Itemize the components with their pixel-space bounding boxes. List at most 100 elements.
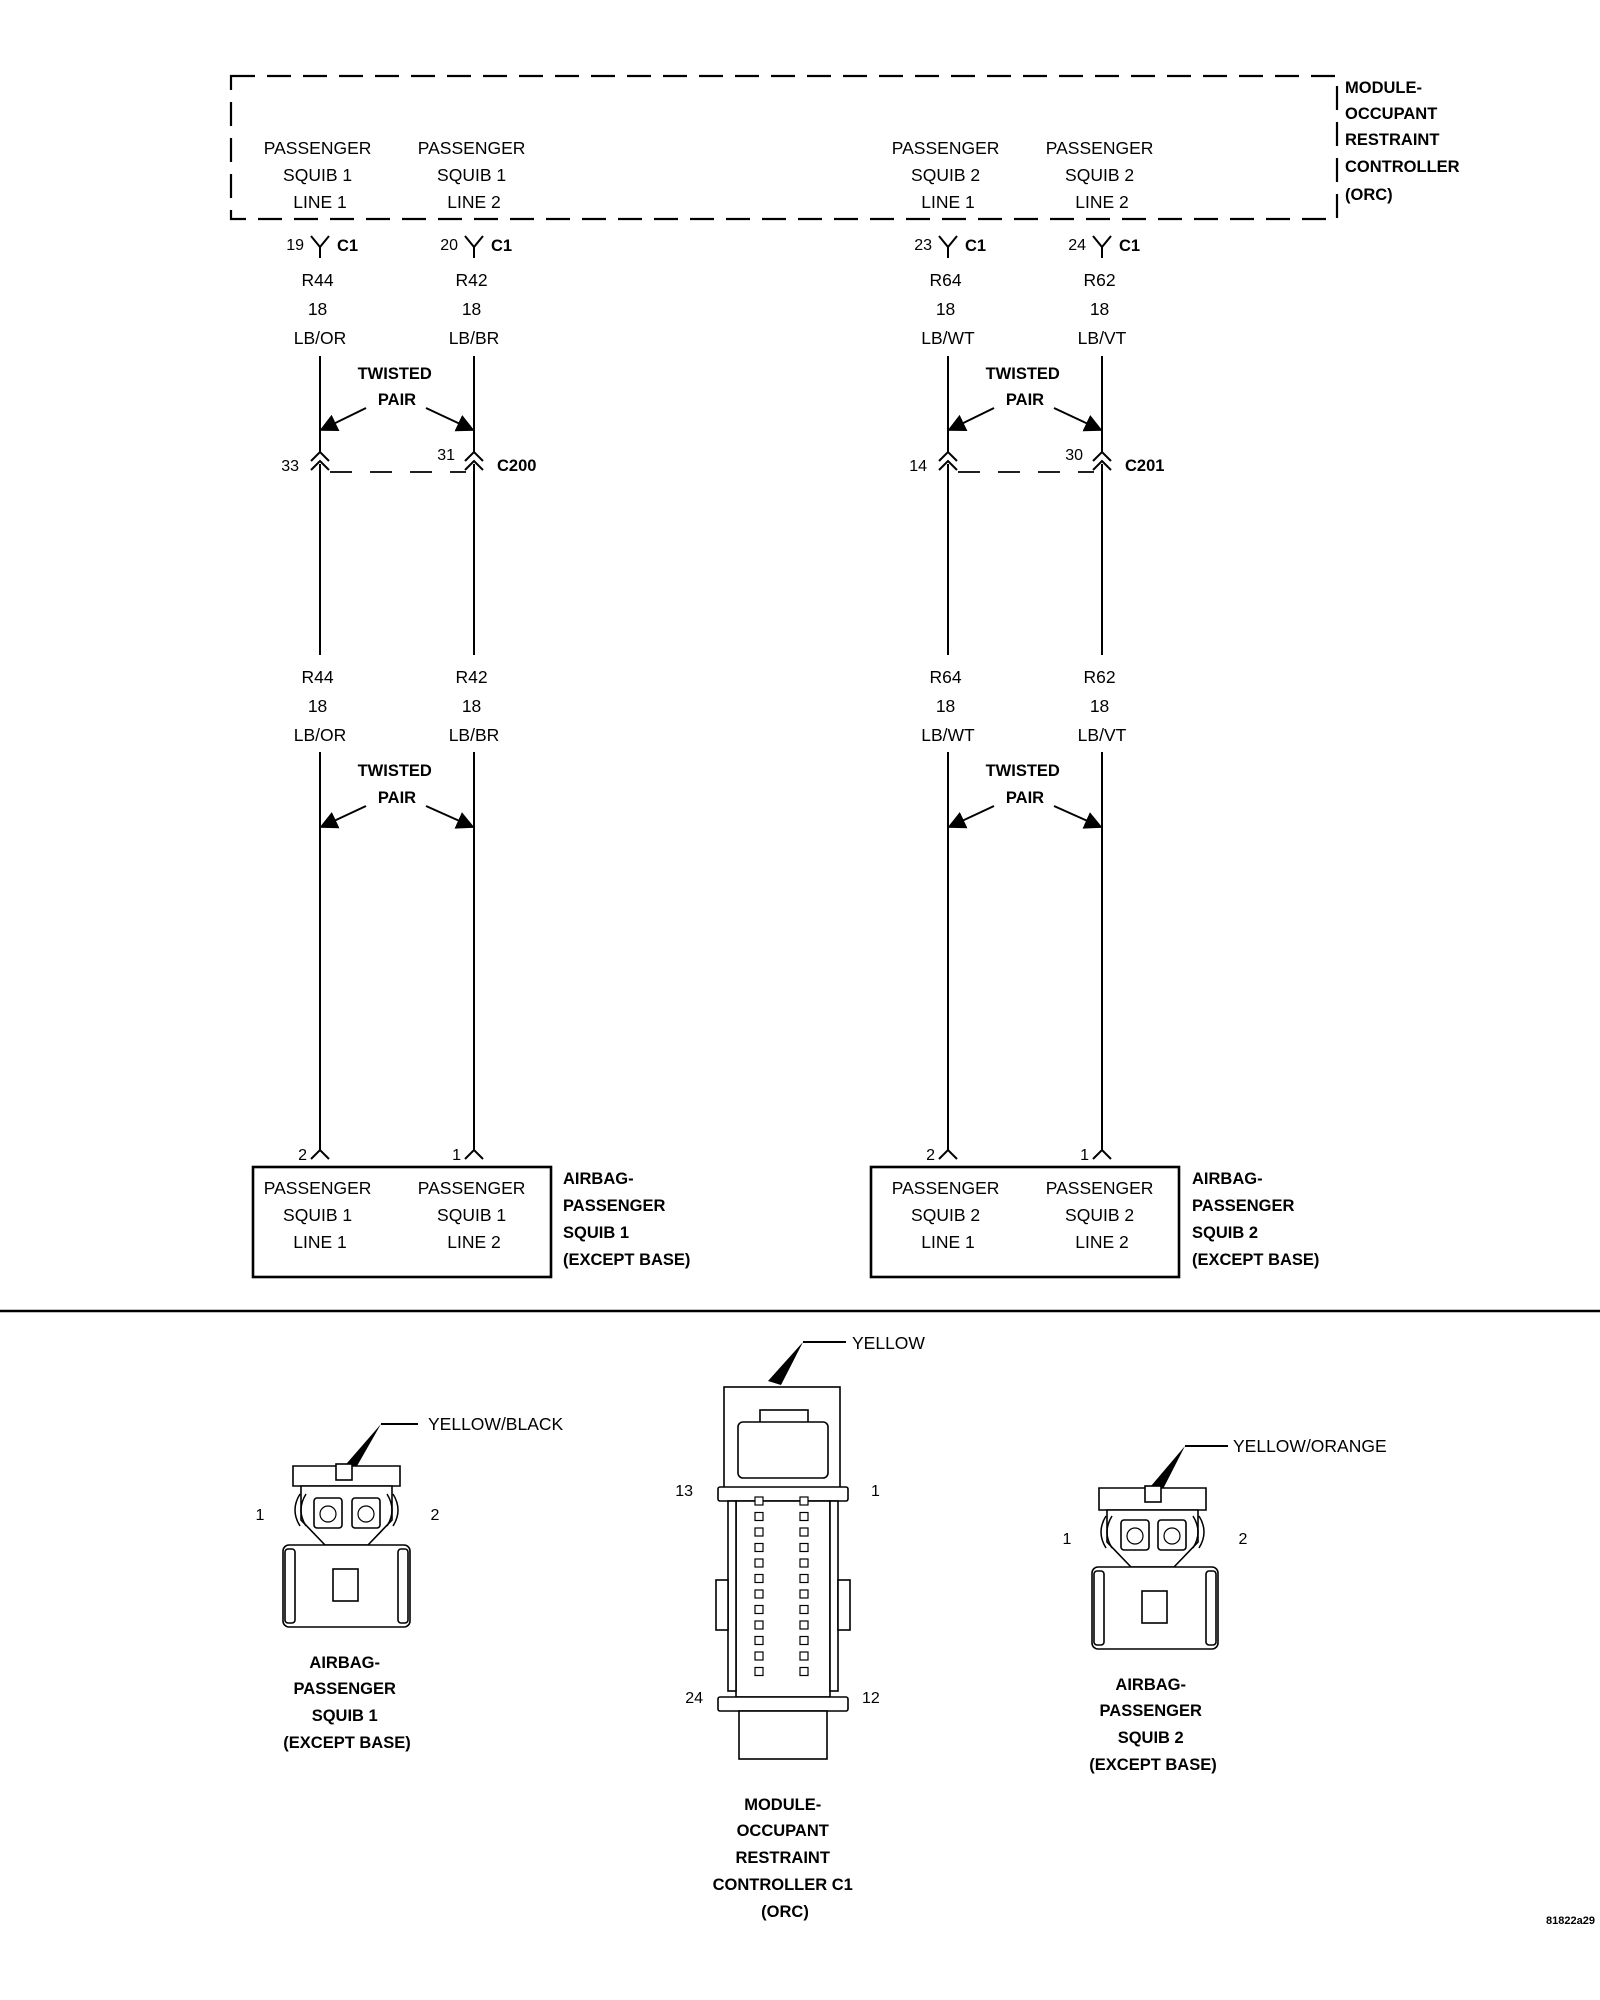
svg-text:C1: C1 bbox=[1119, 237, 1140, 255]
svg-text:TWISTED PAIR: TWISTED PAIR bbox=[986, 762, 1065, 807]
twisted-pair-upper-right: TWISTED PAIR bbox=[947, 365, 1103, 432]
pin-cavity bbox=[754, 1573, 764, 1584]
svg-text:14: 14 bbox=[909, 458, 927, 475]
pin-cavity bbox=[754, 1620, 764, 1630]
pin-cavity bbox=[799, 1589, 809, 1599]
svg-text:TWISTED PAIR: TWISTED PAIR bbox=[358, 365, 437, 409]
svg-text:19: 19 bbox=[286, 237, 304, 254]
pin-cavity bbox=[799, 1496, 809, 1506]
squib2-box: PASSENGER SQUIB 2 LINE 1 PASSENGER SQUIB… bbox=[869, 1165, 1319, 1279]
c1-pin-24: 24 C1 bbox=[1068, 235, 1140, 258]
orc-color-label: YELLOW bbox=[852, 1333, 925, 1353]
svg-text:31: 31 bbox=[437, 447, 455, 464]
connector-view-orc-c1: YELLOW 13 1 24 12 MODULE- OCCUPANT RESTR… bbox=[675, 1333, 925, 1921]
connector-view-squib1: YELLOW/BLACK 1 2 AIRBAG- PASSENGER SQUIB… bbox=[256, 1414, 564, 1752]
svg-text:1: 1 bbox=[1080, 1147, 1089, 1164]
squib1-color-label: YELLOW/BLACK bbox=[428, 1414, 564, 1434]
twisted-pair-lower-right: TWISTED PAIR bbox=[947, 762, 1103, 829]
upper-wire-labels: R44 18 LB/OR R42 18 LB/BR R64 18 LB/WT R… bbox=[294, 270, 1127, 348]
c1-terminals: 19 C1 20 C1 23 C1 24 C1 bbox=[286, 235, 1140, 258]
orc-pin-cavities bbox=[754, 1496, 809, 1677]
squib1-connector-caption: AIRBAG- PASSENGER SQUIB 1 (EXCEPT BASE) bbox=[283, 1654, 410, 1752]
lower-wire-labels: R44 18 LB/OR R42 18 LB/BR R64 18 LB/WT R… bbox=[294, 667, 1127, 745]
twisted-pair-callouts: TWISTED PAIR TWISTED PAIR TWISTED PAIR bbox=[319, 365, 1103, 829]
pin-cavity bbox=[754, 1666, 764, 1677]
pin-cavity bbox=[799, 1604, 809, 1615]
svg-text:23: 23 bbox=[914, 237, 932, 254]
svg-text:2: 2 bbox=[431, 1507, 440, 1524]
svg-text:C200: C200 bbox=[497, 457, 536, 475]
orc-module-outline bbox=[229, 74, 1339, 221]
pin-cavity bbox=[799, 1511, 809, 1522]
orc-pin-label-squib1-line2: PASSENGER SQUIB 1 LINE 2 bbox=[418, 138, 531, 212]
svg-text:TWISTED PAIR: TWISTED PAIR bbox=[986, 365, 1065, 409]
squib2-connector-caption: AIRBAG- PASSENGER SQUIB 2 (EXCEPT BASE) bbox=[1089, 1676, 1216, 1774]
pin-cavity bbox=[799, 1666, 809, 1677]
pin-cavity bbox=[754, 1635, 764, 1646]
wire-label-r62-lower: R62 18 LB/VT bbox=[1078, 667, 1127, 745]
c1-pin-23: 23 C1 bbox=[914, 235, 986, 258]
svg-text:1: 1 bbox=[871, 1483, 880, 1500]
c1-pin-19: 19 C1 bbox=[286, 235, 358, 258]
pin-cavity bbox=[754, 1542, 764, 1553]
wire-label-r44-lower: R44 18 LB/OR bbox=[294, 667, 347, 745]
pin-cavity bbox=[754, 1496, 764, 1506]
orc-connector-caption: MODULE- OCCUPANT RESTRAINT CONTROLLER C1… bbox=[713, 1796, 858, 1921]
wires bbox=[319, 356, 1103, 1150]
wire-label-r42-lower: R42 18 LB/BR bbox=[449, 667, 500, 745]
svg-text:1: 1 bbox=[1063, 1531, 1072, 1548]
squib2-line1-label: PASSENGER SQUIB 2 LINE 1 bbox=[892, 1178, 1005, 1252]
orc-pin-label-squib1-line1: PASSENGER SQUIB 1 LINE 1 bbox=[264, 138, 377, 212]
svg-text:2: 2 bbox=[926, 1147, 935, 1164]
svg-text:13: 13 bbox=[675, 1483, 693, 1500]
pin-cavity bbox=[754, 1558, 764, 1568]
inline-connector-c201: 14 30 C201 bbox=[909, 447, 1164, 475]
wire-label-r44-upper: R44 18 LB/OR bbox=[294, 270, 347, 348]
svg-text:2: 2 bbox=[298, 1147, 307, 1164]
svg-text:30: 30 bbox=[1065, 447, 1083, 464]
pin-cavity bbox=[799, 1558, 809, 1568]
wire-label-r42-upper: R42 18 LB/BR bbox=[449, 270, 500, 348]
squib1-title: AIRBAG- PASSENGER SQUIB 1 (EXCEPT BASE) bbox=[563, 1170, 690, 1269]
orc-module-title: MODULE- OCCUPANT RESTRAINT CONTROLLER (O… bbox=[1345, 79, 1464, 204]
squib1-box: PASSENGER SQUIB 1 LINE 1 PASSENGER SQUIB… bbox=[251, 1165, 690, 1279]
svg-text:1: 1 bbox=[256, 1507, 265, 1524]
squib2-color-label: YELLOW/ORANGE bbox=[1233, 1436, 1387, 1456]
pin-cavity bbox=[754, 1527, 764, 1537]
svg-text:C201: C201 bbox=[1125, 457, 1164, 475]
svg-text:2: 2 bbox=[1239, 1531, 1248, 1548]
twisted-pair-upper-left: TWISTED PAIR bbox=[319, 365, 475, 432]
svg-text:33: 33 bbox=[281, 458, 299, 475]
squib2-title: AIRBAG- PASSENGER SQUIB 2 (EXCEPT BASE) bbox=[1192, 1170, 1319, 1269]
inline-connector-c200: 33 31 C200 bbox=[281, 447, 536, 475]
color-callout-arrow bbox=[1151, 1446, 1185, 1489]
squib1-line2-label: PASSENGER SQUIB 1 LINE 2 bbox=[418, 1178, 531, 1252]
wire-label-r64-upper: R64 18 LB/WT bbox=[921, 270, 975, 348]
svg-text:20: 20 bbox=[440, 237, 458, 254]
orc-pin-label-squib2-line2: PASSENGER SQUIB 2 LINE 2 bbox=[1046, 138, 1159, 212]
pin-cavity bbox=[754, 1651, 764, 1661]
svg-text:C1: C1 bbox=[965, 237, 986, 255]
color-callout-arrow bbox=[341, 1424, 381, 1473]
pin-cavity bbox=[799, 1573, 809, 1584]
twisted-pair-lower-left: TWISTED PAIR bbox=[319, 762, 475, 829]
pin-cavity bbox=[754, 1604, 764, 1615]
svg-text:24: 24 bbox=[1068, 237, 1086, 254]
color-callout-arrow bbox=[768, 1342, 803, 1385]
svg-text:1: 1 bbox=[452, 1147, 461, 1164]
svg-text:24: 24 bbox=[685, 1690, 703, 1707]
svg-text:12: 12 bbox=[862, 1690, 880, 1707]
squib2-line2-label: PASSENGER SQUIB 2 LINE 2 bbox=[1046, 1178, 1159, 1252]
svg-text:C1: C1 bbox=[337, 237, 358, 255]
squib2-terminals: 2 1 bbox=[926, 1147, 1112, 1164]
pin-cavity bbox=[754, 1511, 764, 1522]
orc-module: MODULE- OCCUPANT RESTRAINT CONTROLLER (O… bbox=[229, 74, 1464, 221]
pin-cavity bbox=[799, 1620, 809, 1630]
squib1-line1-label: PASSENGER SQUIB 1 LINE 1 bbox=[264, 1178, 377, 1252]
wire-label-r64-lower: R64 18 LB/WT bbox=[921, 667, 975, 745]
svg-text:TWISTED PAIR: TWISTED PAIR bbox=[358, 762, 437, 807]
connector-view-squib2: YELLOW/ORANGE 1 2 AIRBAG- PASSENGER SQUI… bbox=[1063, 1436, 1387, 1774]
squib1-terminals: 2 1 bbox=[298, 1147, 484, 1164]
figure-id: 81822a29 bbox=[1546, 1915, 1595, 1927]
